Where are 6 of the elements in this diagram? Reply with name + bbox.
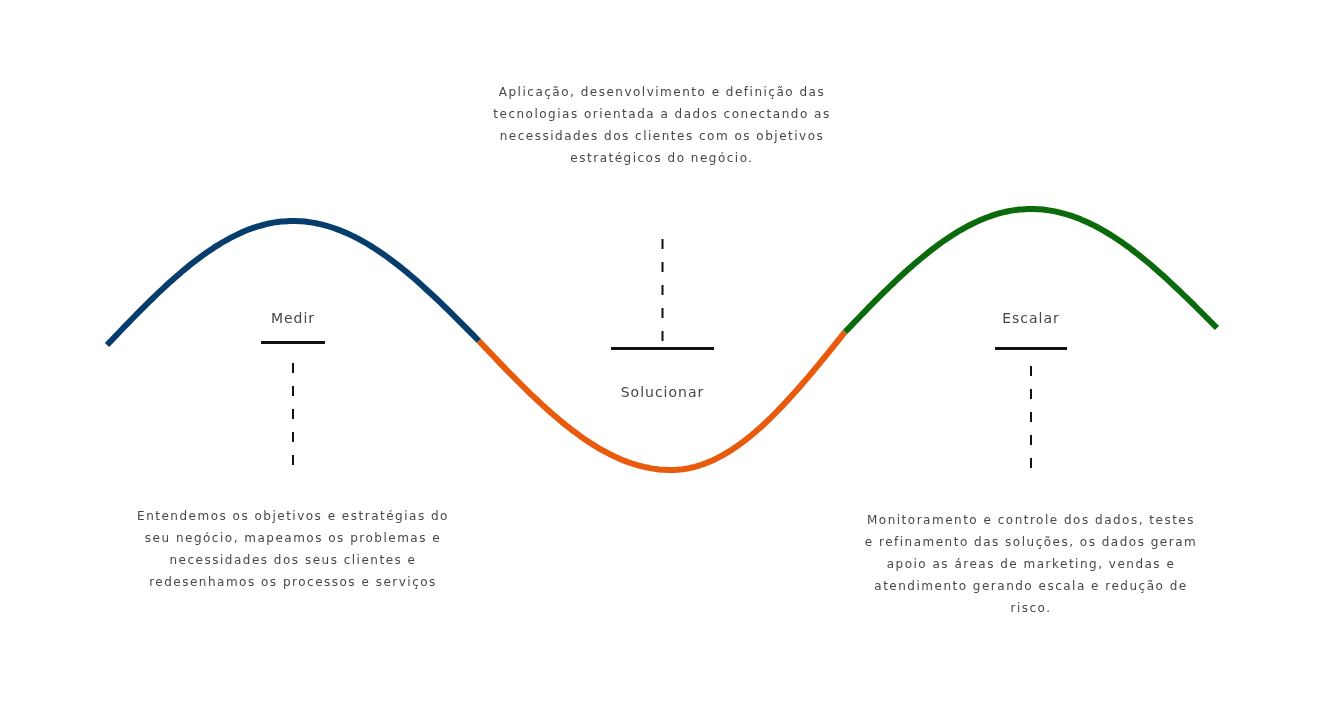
stage-description: Monitoramento e controle dos dados, testes e refinamento das soluções, os dados geram apoio as áreas de marketing, vendas e atendimento gerando escala e redução de risco. xyxy=(862,509,1200,619)
stage-title: Escalar xyxy=(995,309,1067,350)
stage-description: Entendemos os objetivos e estratégias do seu negócio, mapeamos os problemas e necessidades dos seus clientes e redesenhamos os processos e serviços xyxy=(127,505,459,593)
stage-title: Solucionar xyxy=(611,347,714,401)
stage-description: Aplicação, desenvolvimento e definição das tecnologias orientada a dados conectando as necessidades dos clientes com os objetivos estratégicos do negócio. xyxy=(479,81,845,169)
stage-title: Medir xyxy=(261,309,325,344)
